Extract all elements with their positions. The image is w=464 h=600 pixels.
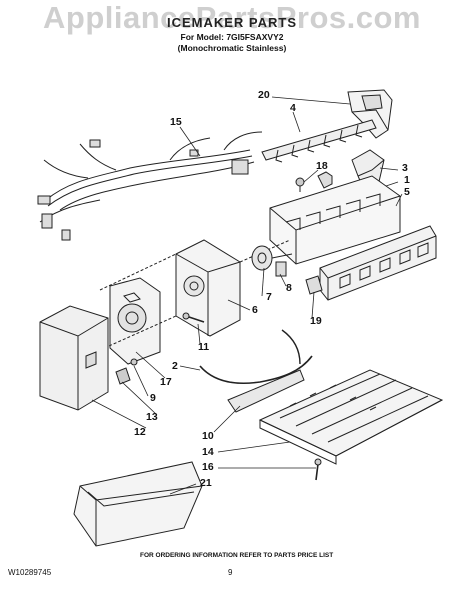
screw-part-11 — [182, 312, 205, 323]
ice-bin-part — [73, 461, 203, 547]
callout-leaders — [91, 96, 403, 495]
screw-part-9 — [130, 358, 138, 366]
callout-4: 4 — [290, 102, 296, 114]
callout-18: 18 — [316, 160, 328, 172]
callout-12: 12 — [134, 426, 146, 438]
callout-20: 20 — [258, 89, 270, 101]
heater-base-part — [258, 369, 444, 465]
callout-2: 2 — [172, 360, 178, 372]
callout-11: 11 — [198, 341, 210, 353]
model-number: For Model: 7GI5FSAXVY2 — [180, 32, 284, 42]
front-cover-part — [39, 305, 109, 411]
paddle-part — [227, 369, 305, 413]
callout-3: 3 — [402, 162, 408, 174]
cover-gear-part — [99, 253, 177, 365]
watermark-text: AppliancePartsPros.com — [43, 0, 421, 35]
screw-part-18 — [295, 177, 305, 192]
callout-14: 14 — [202, 446, 214, 458]
ejector-part — [261, 119, 377, 163]
callout-13: 13 — [146, 411, 158, 423]
page-title: ICEMAKER PARTS — [166, 15, 298, 30]
mold-part — [269, 171, 401, 265]
callout-15: 15 — [170, 116, 182, 128]
module-housing-part — [175, 239, 291, 337]
clip-part — [305, 275, 323, 295]
callout-21: 21 — [200, 477, 212, 489]
screw-part-16 — [314, 458, 322, 481]
shutoff-arm-part — [199, 329, 313, 385]
callout-5: 5 — [404, 186, 410, 198]
ordering-note: FOR ORDERING INFORMATION REFER TO PARTS … — [140, 552, 334, 559]
fill-cup-part — [347, 89, 393, 139]
callout-9: 9 — [150, 392, 156, 404]
page-number: 9 — [228, 568, 233, 577]
model-variant: (Monochromatic Stainless) — [177, 43, 287, 53]
wire-harness-part — [37, 131, 263, 241]
callout-8: 8 — [286, 282, 292, 294]
callout-10: 10 — [202, 430, 214, 442]
callout-19: 19 — [310, 315, 322, 327]
document-number: W10289745 — [8, 568, 52, 577]
callout-7: 7 — [266, 291, 272, 303]
callout-17: 17 — [160, 376, 172, 388]
callout-16: 16 — [202, 461, 214, 473]
switch-part — [115, 367, 131, 385]
callout-1: 1 — [404, 174, 410, 186]
callout-6: 6 — [252, 304, 258, 316]
